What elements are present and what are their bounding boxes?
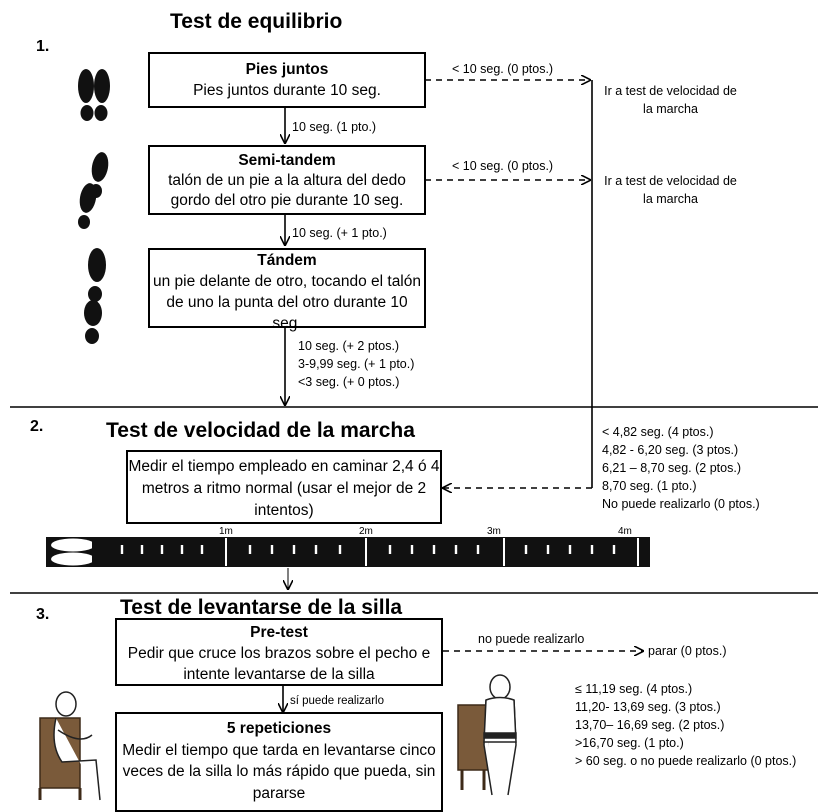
chair-score: 13,70– 16,69 seg. (2 ptos.): [575, 718, 725, 732]
box-pretest: Pre-test Pedir que cruce los brazos sobr…: [115, 618, 443, 686]
tandem-feet-icon: [84, 248, 106, 344]
speed-score: No puede realizarlo (0 ptos.): [602, 497, 760, 511]
box-semi-tandem-heading: Semi-tandem: [238, 152, 336, 169]
chair-score: >16,70 seg. (1 pto.): [575, 736, 684, 750]
box-semi-tandem: Semi-tandem talón de un pie a la altura …: [148, 145, 426, 215]
box-pretest-heading: Pre-test: [250, 624, 308, 641]
no-label: no puede realizarlo: [478, 632, 585, 646]
box2-side-target: Ir a test de velocidad de la marcha: [604, 174, 737, 206]
track-mark-1m: 1m: [219, 526, 233, 537]
chair-score: > 60 seg. o no puede realizarlo (0 ptos.…: [575, 754, 797, 768]
box-speed-test: Medir el tiempo empleado en caminar 2,4 …: [126, 450, 442, 524]
speed-score: < 4,82 seg. (4 ptos.): [602, 425, 714, 439]
track-ticks: [120, 538, 639, 566]
box-pretest-text: Pedir que cruce los brazos sobre el pech…: [127, 645, 431, 683]
box-repetitions-heading: 5 repeticiones: [226, 720, 332, 737]
seated-person-icon: [38, 691, 101, 801]
chair-score: 11,20- 13,69 seg. (3 ptos.): [575, 700, 721, 714]
box1-side-target: Ir a test de velocidad de la marcha: [604, 84, 737, 116]
section-2-number: 2.: [30, 418, 44, 435]
feet-together-icon: [78, 69, 110, 121]
chair-scores: ≤ 11,19 seg. (4 ptos.) 11,20- 13,69 seg.…: [575, 680, 796, 770]
arrow3-label: <3 seg. (+ 0 ptos.): [298, 375, 400, 389]
box-tandem: Tándem un pie delante de otro, tocando e…: [148, 248, 426, 332]
track-mark-4m: 4m: [618, 526, 632, 537]
box-tandem-text: un pie delante de otro, tocando el talón…: [152, 273, 421, 332]
box-repetitions: 5 repeticiones Medir el tiempo que tarda…: [115, 712, 443, 812]
stop-label: parar (0 ptos.): [648, 644, 727, 658]
section-2-title: Test de velocidad de la marcha: [106, 419, 415, 442]
track-mark-3m: 3m: [487, 526, 501, 537]
chair-score: ≤ 11,19 seg. (4 ptos.): [575, 682, 693, 696]
section-3-title: Test de levantarse de la silla: [120, 596, 403, 619]
standing-person-icon: [457, 674, 517, 796]
semi-tandem-feet-icon: [78, 152, 109, 229]
speed-score: 4,82 - 6,20 seg. (3 ptos.): [602, 443, 739, 457]
box2-side-label: < 10 seg. (0 ptos.): [452, 159, 554, 173]
box-tandem-heading: Tándem: [257, 252, 317, 269]
arrow3-labels: 10 seg. (+ 2 ptos.) 3-9,99 seg. (+ 1 pto…: [298, 337, 414, 391]
speed-score: 8,70 seg. (1 pto.): [602, 479, 697, 493]
speed-scores: < 4,82 seg. (4 ptos.) 4,82 - 6,20 seg. (…: [602, 423, 760, 513]
walking-track: [46, 537, 650, 567]
arrow3-label: 10 seg. (+ 2 ptos.): [298, 339, 400, 353]
box-semi-tandem-text: talón de un pie a la altura del dedo gor…: [168, 172, 406, 209]
box-pies-juntos-heading: Pies juntos: [245, 61, 329, 78]
yes-label: sí puede realizarlo: [290, 695, 384, 707]
box-pies-juntos-text: Pies juntos durante 10 seg.: [193, 82, 381, 99]
section-1-number: 1.: [36, 38, 50, 55]
box-pies-juntos: Pies juntos Pies juntos durante 10 seg.: [148, 52, 426, 108]
footprints-track-icon: [51, 538, 95, 566]
arrow3-label: 3-9,99 seg. (+ 1 pto.): [298, 357, 415, 371]
box-repetitions-text: Medir el tiempo que tarda en levantarse …: [122, 741, 436, 802]
page-title: Test de equilibrio: [170, 10, 343, 33]
speed-score: 6,21 – 8,70 seg. (2 ptos.): [602, 461, 741, 475]
section-3-number: 3.: [36, 606, 50, 623]
arrow2-label: 10 seg. (+ 1 pto.): [292, 226, 387, 240]
box-speed-test-text: Medir el tiempo empleado en caminar 2,4 …: [128, 458, 440, 519]
arrow1-label: 10 seg. (1 pto.): [292, 120, 377, 134]
track-mark-2m: 2m: [359, 526, 373, 537]
box1-side-label: < 10 seg. (0 ptos.): [452, 62, 554, 76]
